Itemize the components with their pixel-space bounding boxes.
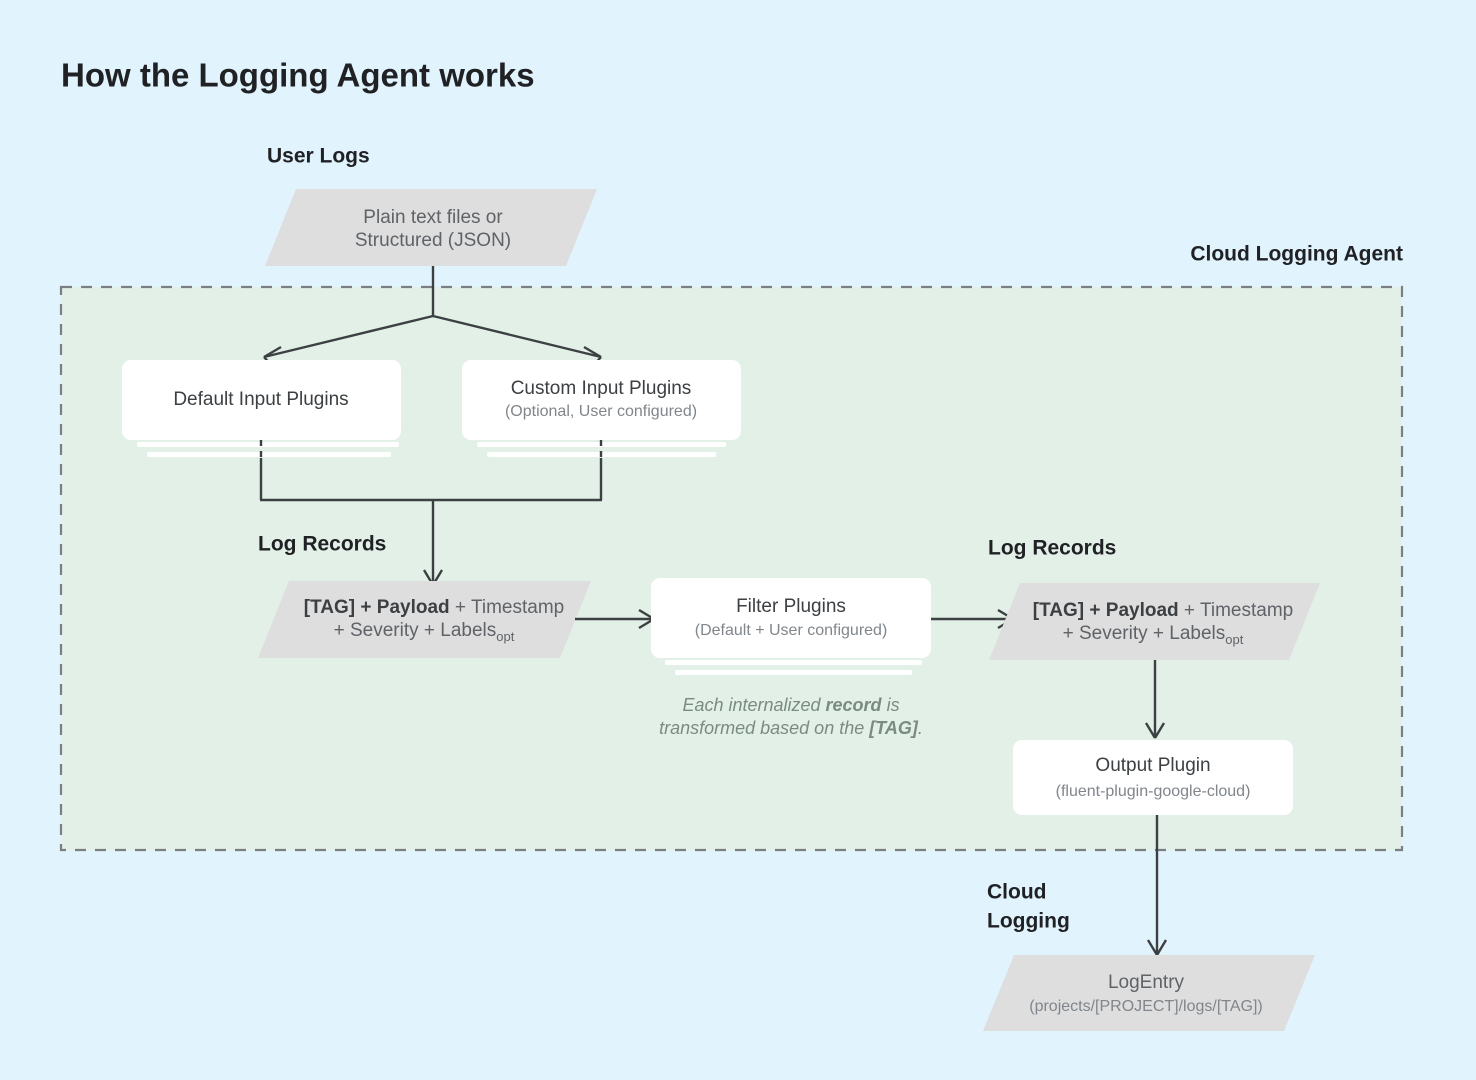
card-shape [122, 360, 401, 440]
user-logs-source-line2: Structured (JSON) [355, 230, 511, 251]
log-record-left-line1: [TAG] + Payload + Timestamp [304, 597, 564, 618]
node-default-input-plugins[interactable]: Default Input Plugins [122, 360, 401, 457]
label-cloud-logging-agent: Cloud Logging Agent [1190, 243, 1403, 266]
connector-logrecord-to-output [1144, 660, 1166, 739]
parallelogram-shape [265, 189, 597, 266]
transform-note-l2c: . [918, 718, 923, 738]
transform-note-l2a: transformed based on the [659, 718, 869, 738]
log-entry-line2: (projects/[PROJECT]/logs/[TAG]) [1029, 998, 1263, 1015]
log-record-right-line2: + Severity + Labelsopt [1063, 623, 1244, 647]
stack-line-2 [675, 670, 912, 675]
label-cloud-logging-line2: Logging [987, 910, 1070, 933]
node-user-logs-source: Plain text files or Structured (JSON) [265, 189, 597, 266]
arrowhead-down [1146, 939, 1168, 956]
log-record-right-subscript: opt [1225, 632, 1243, 647]
card-shape [651, 578, 931, 658]
parallelogram-shape [258, 581, 591, 658]
log-record-right-line1: [TAG] + Payload + Timestamp [1033, 600, 1293, 621]
log-entry-line1: LogEntry [1108, 972, 1185, 993]
card-shape [462, 360, 741, 440]
output-plugin-subtitle: (fluent-plugin-google-cloud) [1056, 783, 1251, 800]
node-output-plugin[interactable]: Output Plugin (fluent-plugin-google-clou… [1013, 740, 1293, 815]
custom-input-plugins-subtitle: (Optional, User configured) [505, 403, 697, 420]
parallelogram-shape [983, 955, 1315, 1031]
transform-note-l2b: [TAG] [868, 718, 919, 738]
stack-line-1 [137, 442, 399, 447]
custom-input-plugins-title: Custom Input Plugins [511, 378, 692, 399]
stack-line-1 [665, 660, 922, 665]
parallelogram-shape [989, 583, 1320, 660]
label-log-records-right: Log Records [988, 537, 1116, 560]
log-record-right-rest: + Timestamp [1179, 600, 1294, 621]
node-filter-plugins[interactable]: Filter Plugins (Default + User configure… [651, 578, 931, 675]
stack-line-2 [147, 452, 391, 457]
node-log-entry: LogEntry (projects/[PROJECT]/logs/[TAG]) [983, 955, 1315, 1031]
default-input-plugins-title: Default Input Plugins [173, 389, 348, 410]
log-record-left-line2: + Severity + Labelsopt [334, 620, 515, 644]
label-log-records-left: Log Records [258, 533, 386, 556]
log-record-left-bold: [TAG] + Payload [304, 597, 450, 618]
log-record-right-line2-text: + Severity + Labels [1063, 623, 1226, 644]
node-custom-input-plugins[interactable]: Custom Input Plugins (Optional, User con… [462, 360, 741, 457]
node-log-record-right: [TAG] + Payload + Timestamp + Severity +… [989, 583, 1320, 660]
filter-plugins-title: Filter Plugins [736, 596, 846, 617]
caption-transform-note: Each internalized record is transformed … [659, 695, 923, 738]
transform-note-line2: transformed based on the [TAG]. [659, 718, 923, 738]
log-record-left-subscript: opt [496, 629, 514, 644]
page-title: How the Logging Agent works [61, 57, 535, 94]
log-record-left-line2-text: + Severity + Labels [334, 620, 497, 641]
log-record-right-bold: [TAG] + Payload [1033, 600, 1179, 621]
transform-note-l1c: is [882, 695, 900, 715]
transform-note-line1: Each internalized record is [682, 695, 899, 715]
card-shape [1013, 740, 1293, 815]
transform-note-l1a: Each internalized [682, 695, 825, 715]
label-cloud-logging-line1: Cloud [987, 881, 1046, 904]
user-logs-source-line1: Plain text files or [363, 207, 503, 228]
arrowhead-down [1144, 722, 1166, 739]
connector-inputs-to-logrecord [259, 440, 603, 586]
log-record-left-rest: + Timestamp [450, 597, 565, 618]
node-log-record-left: [TAG] + Payload + Timestamp + Severity +… [258, 581, 591, 658]
label-user-logs: User Logs [267, 145, 370, 168]
output-plugin-title: Output Plugin [1095, 755, 1210, 776]
filter-plugins-subtitle: (Default + User configured) [695, 622, 888, 639]
connector-output-to-logentry [1146, 815, 1168, 956]
transform-note-l1b: record [826, 695, 883, 715]
